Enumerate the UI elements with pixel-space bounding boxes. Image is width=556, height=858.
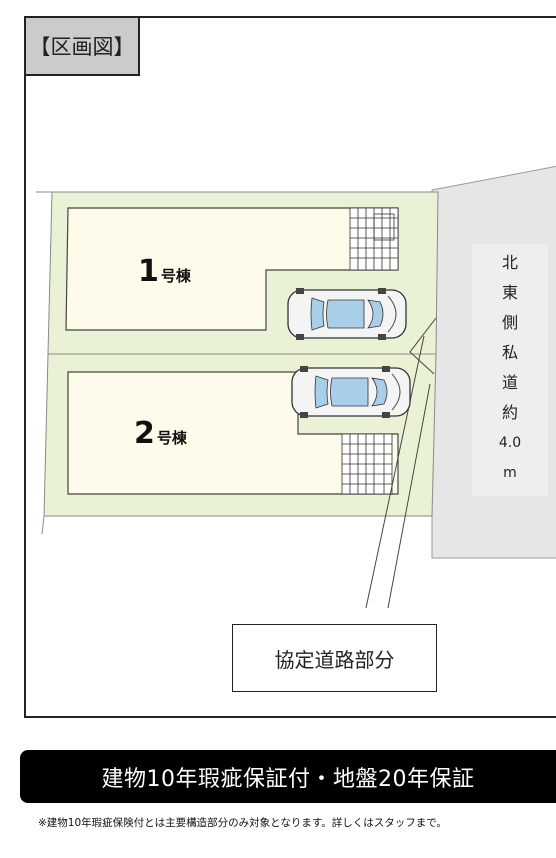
road-char: 約 xyxy=(501,403,518,422)
lot-1-number: 1 xyxy=(138,254,159,289)
plan-title: 【区画図】 xyxy=(26,18,140,76)
lot-1-suffix: 号棟 xyxy=(160,267,191,285)
callout-leader-1 xyxy=(365,335,425,609)
site-plan-drawing xyxy=(36,165,556,609)
guarantee-banner: 建物10年瑕疵保証付・地盤20年保証 xyxy=(20,750,556,803)
paving-grid-2 xyxy=(341,433,393,495)
car-2 xyxy=(291,366,411,418)
footnote: ※建物10年瑕疵保険付とは主要構造部分のみ対象となります。詳しくはスタッフまで。 xyxy=(38,817,447,829)
road-char: 北 xyxy=(501,253,518,272)
road-width-unit: m xyxy=(503,465,517,481)
road-label: 北 東 側 私 道 約 4.0 m xyxy=(472,244,548,496)
road-char: 東 xyxy=(501,283,518,302)
car-1 xyxy=(287,288,407,340)
paving-grid-1 xyxy=(349,207,399,271)
agreement-road-callout: 協定道路部分 xyxy=(232,624,437,692)
callout-leader-2 xyxy=(387,383,431,609)
road-char: 私 xyxy=(501,343,518,362)
road-char: 道 xyxy=(501,373,518,392)
lot-2-suffix: 号棟 xyxy=(156,429,187,447)
road-width-value: 4.0 xyxy=(498,435,522,451)
lot-2-number: 2 xyxy=(134,416,155,451)
road-char: 側 xyxy=(501,313,518,332)
agreement-road-outline xyxy=(409,317,437,375)
